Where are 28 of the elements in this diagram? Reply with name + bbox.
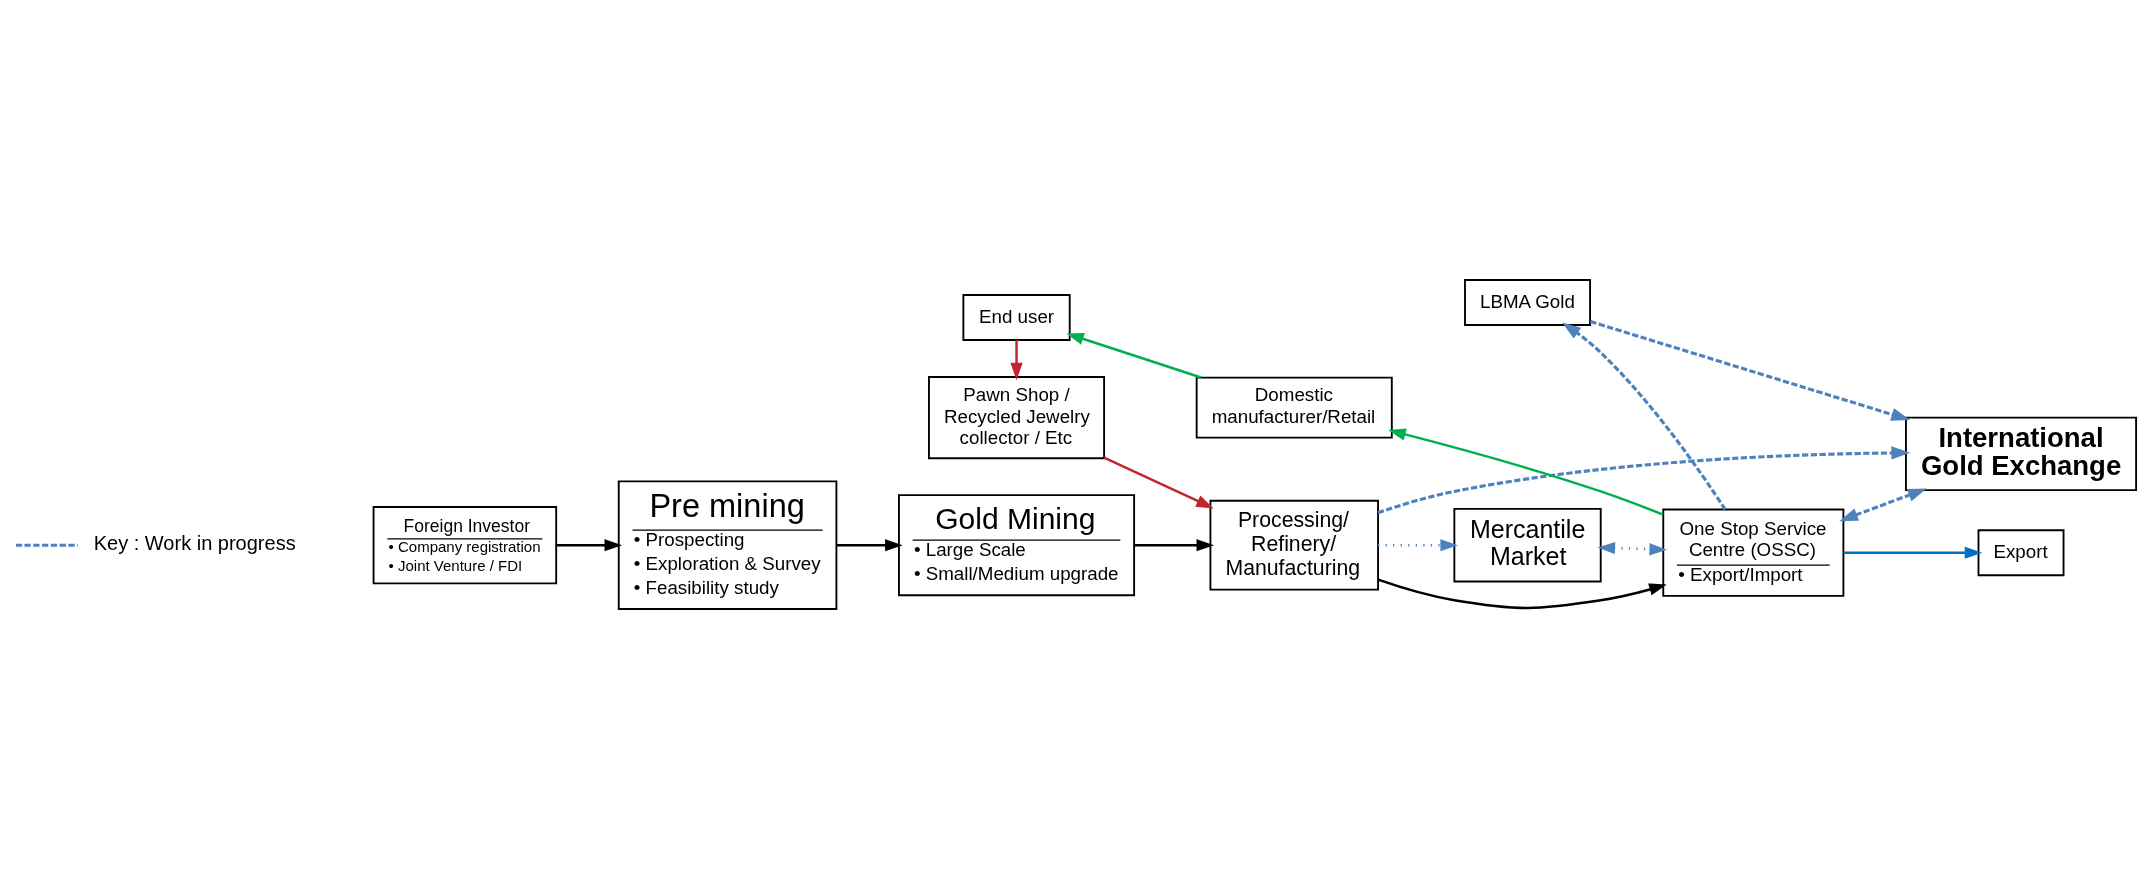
arrow: [1134, 539, 1215, 552]
node-box: Pawn Shop / Recycled Jewelry collector / Etc: [928, 376, 1106, 460]
arrow: [1010, 340, 1023, 381]
node-box: Gold Mining • Large Scale • Small/Medium upgrade: [898, 494, 1136, 597]
node-box: Export: [1977, 529, 2065, 577]
node-box: Domestic manufacturer/Retail: [1195, 376, 1393, 439]
node-box: LBMA Gold: [1464, 279, 1591, 326]
legend-label: Key : Work in progress: [93, 531, 296, 554]
node-box: Foreign Investor • Company registration • Joint Venture / FDI: [372, 506, 558, 585]
node-box: International Gold Exchange: [1905, 416, 2138, 492]
arrow: [1377, 446, 1911, 515]
arrow: [1562, 322, 1727, 511]
arrow: [1388, 428, 1664, 516]
arrow: [1378, 539, 1458, 552]
node-box: Pre mining • Prospecting • Exploration & Survey • Feasibility study: [617, 480, 838, 610]
arrow: [1377, 578, 1667, 610]
arrow: [1590, 320, 1911, 421]
arrow: [1597, 541, 1667, 556]
node-box: One Stop Service Centre (OSSC) • Export/Import: [1662, 508, 1845, 597]
arrow: [556, 539, 623, 552]
arrow: [1839, 488, 1927, 522]
arrow: [1066, 333, 1202, 379]
arrow: [1103, 456, 1214, 509]
node-box: Processing/ Refinery/ Manufacturing: [1209, 499, 1379, 591]
arrow: [836, 539, 903, 552]
node-box: End user: [962, 294, 1071, 341]
arrow: [1843, 546, 1983, 559]
node-box: Mercantile Market: [1453, 508, 1602, 583]
